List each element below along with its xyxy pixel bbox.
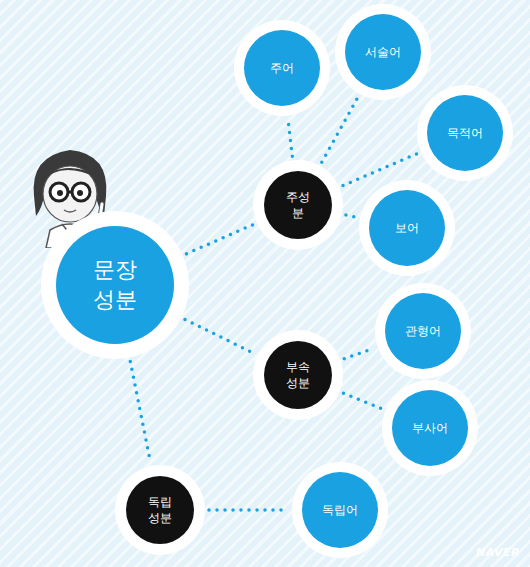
watermark: NAVER: [476, 546, 520, 559]
node-label: 목적어: [447, 125, 483, 141]
dotted-connector: [343, 154, 417, 186]
term-circle: 보어: [369, 190, 445, 266]
dotted-connector: [209, 508, 288, 512]
node-label: 독립 성분: [144, 494, 175, 526]
dotted-connector: [344, 348, 374, 358]
dotted-connector: [186, 225, 253, 254]
dotted-connector: [346, 215, 356, 217]
group-circle: 부속 성분: [264, 341, 332, 409]
dotted-connector: [288, 120, 292, 157]
node-label: 주어: [270, 60, 294, 76]
dotted-connector: [185, 319, 254, 353]
term-circle: 관형어: [385, 293, 461, 369]
node-label: 주성분: [282, 189, 313, 221]
node-label: 보어: [395, 220, 419, 236]
term-circle: 목적어: [427, 95, 503, 171]
node-label: 부사어: [412, 420, 448, 436]
term-circle: 부사어: [392, 390, 468, 466]
node-label: 관형어: [405, 323, 441, 339]
node-label: 부속 성분: [282, 359, 313, 391]
term-circle: 독립어: [302, 472, 378, 548]
dotted-connector: [130, 361, 150, 461]
node-label: 서술어: [365, 44, 401, 60]
group-circle: 독립 성분: [126, 476, 194, 544]
term-circle: 주어: [244, 30, 320, 106]
dotted-connector: [322, 97, 358, 162]
term-circle: 문장 성분: [56, 226, 174, 344]
node-label: 독립어: [322, 502, 358, 518]
dotted-connector: [343, 393, 381, 408]
node-label: 문장 성분: [89, 255, 142, 314]
term-circle: 서술어: [345, 14, 421, 90]
group-circle: 주성분: [264, 171, 332, 239]
